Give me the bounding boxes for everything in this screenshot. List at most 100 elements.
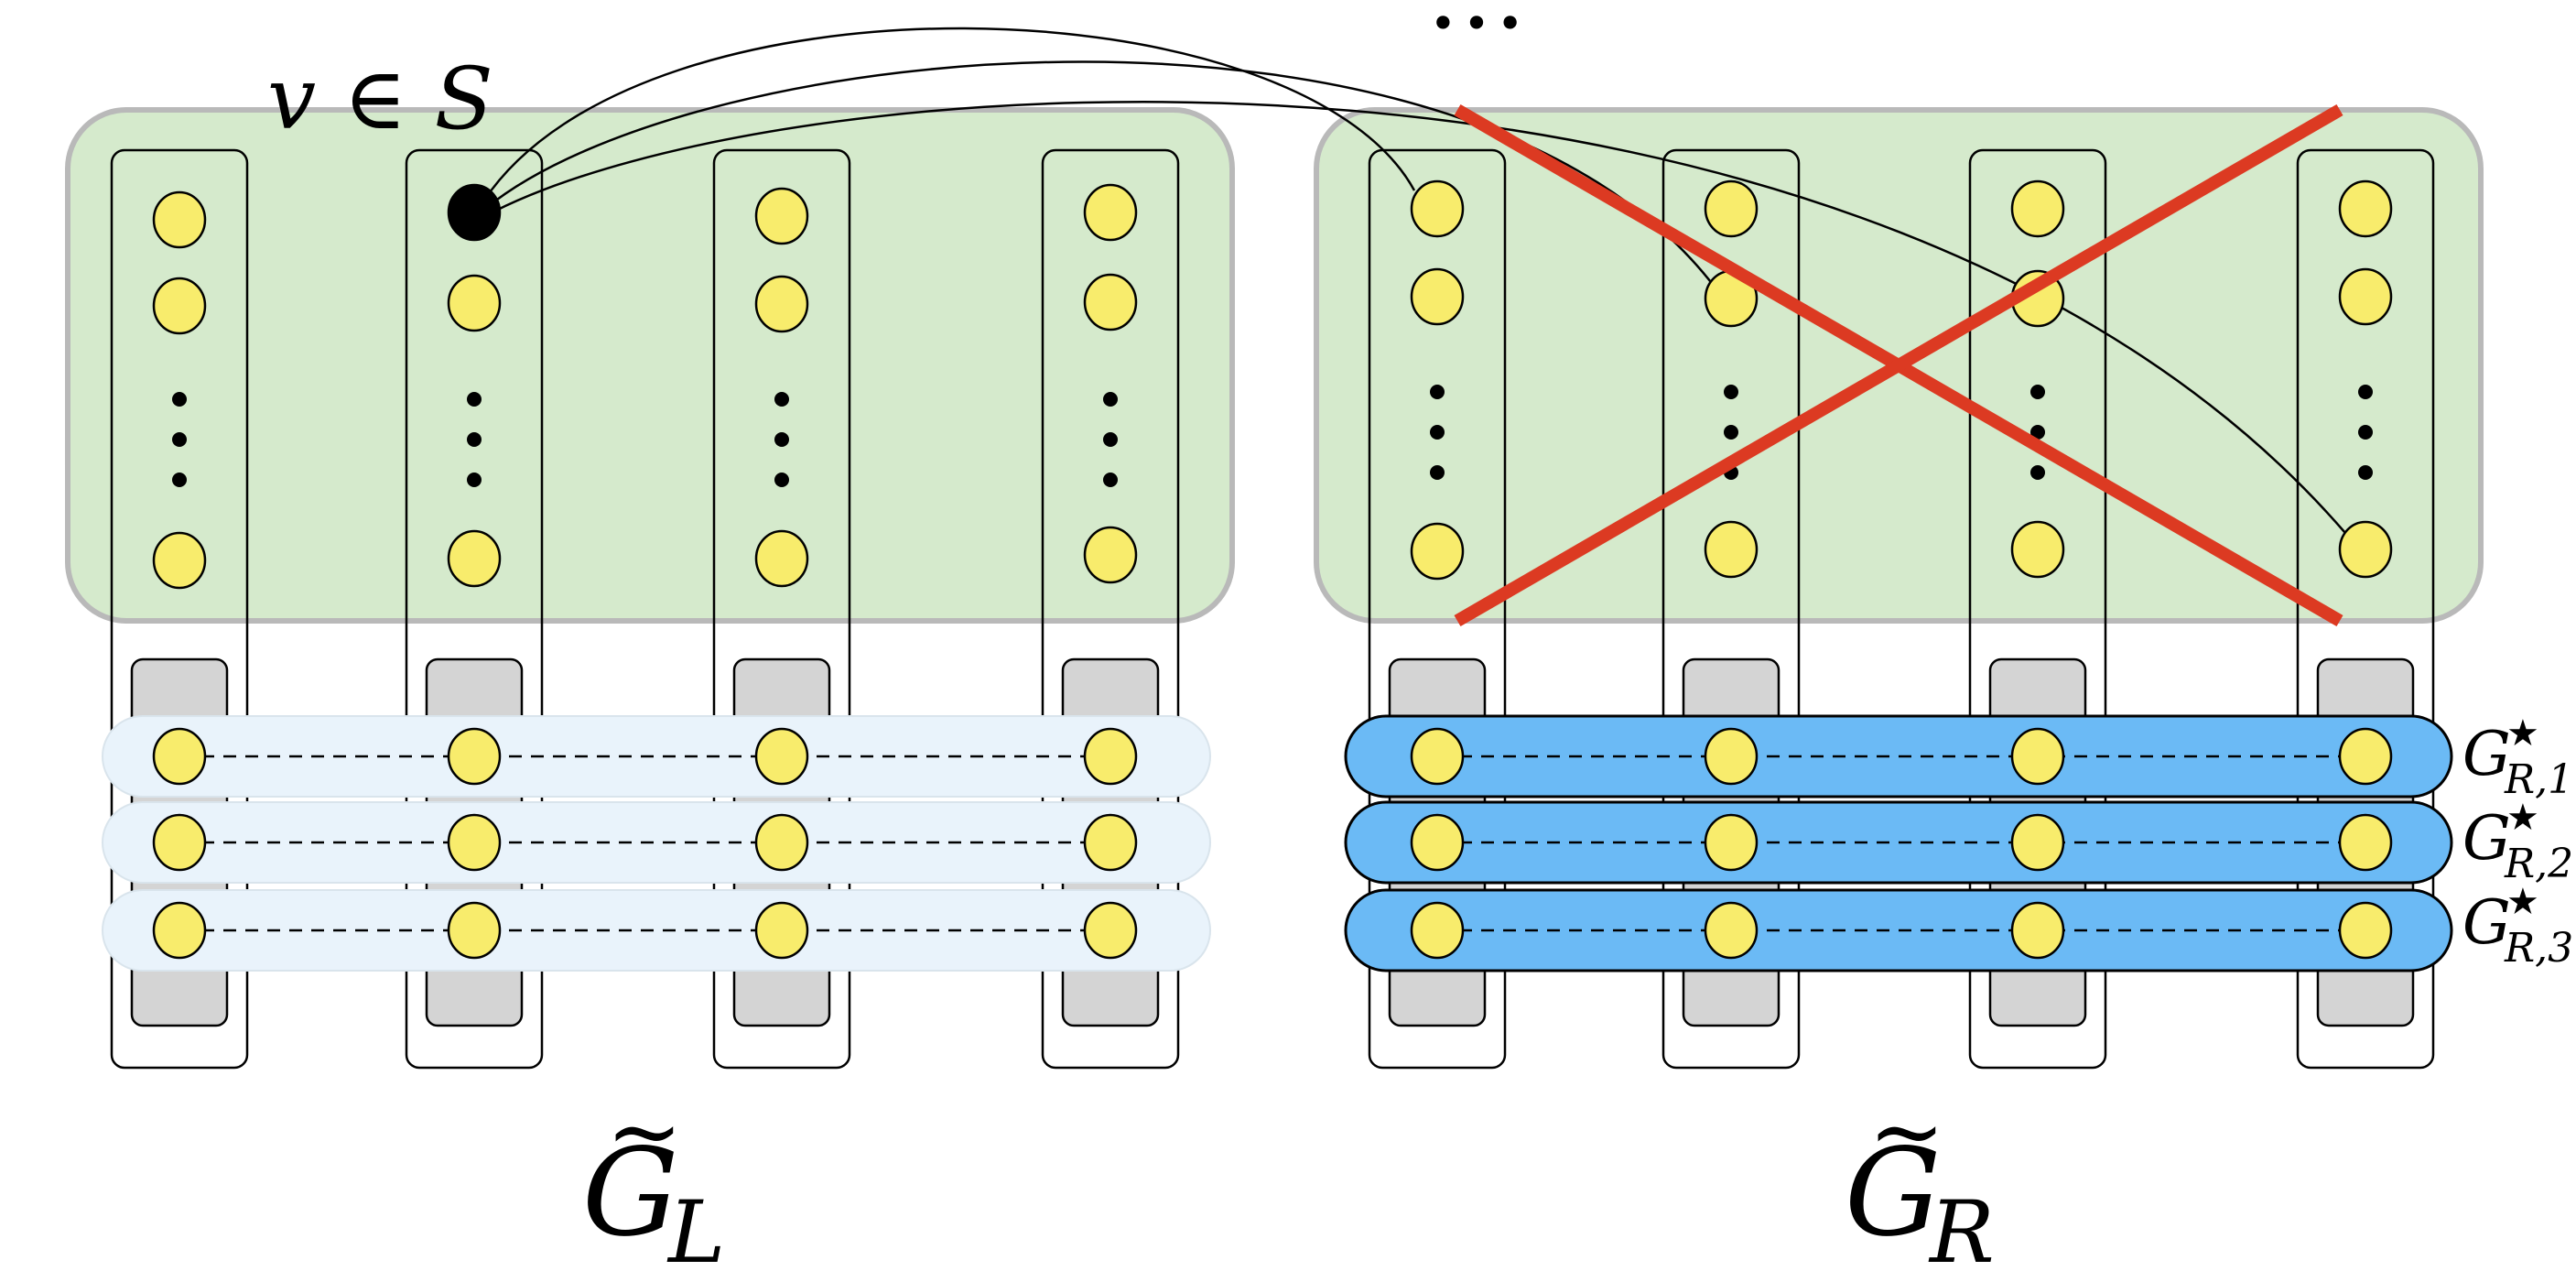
highlight-region-left <box>65 107 1235 624</box>
node-right-4-bottom-2 <box>2338 813 2393 872</box>
node-right-1-bottom-3 <box>1410 901 1465 960</box>
ellipsis-right-4-dot-3 <box>2358 465 2373 480</box>
node-right-4-bottom-1 <box>2338 727 2393 786</box>
node-right-2-bottom-3 <box>1704 901 1759 960</box>
top-ellipsis: … <box>1426 0 1527 51</box>
long-edge-3 <box>484 101 2346 534</box>
subgraph-label-1: G ★ R,1 <box>2462 712 2573 803</box>
ellipsis-right-2-dot-2 <box>1724 425 1738 440</box>
ellipsis-left-3-dot-2 <box>774 432 789 447</box>
long-edges <box>482 27 2346 534</box>
column-box-right-3 <box>1968 148 2107 1070</box>
ellipsis-left-1-dot-3 <box>172 473 187 487</box>
node-right-1-bottom-1 <box>1410 727 1465 786</box>
node-left-1-top-1 <box>152 190 207 249</box>
node-right-3-bottom-2 <box>2010 813 2065 872</box>
ellipsis-left-3-dot-1 <box>774 392 789 407</box>
ellipsis-right-3-dot-3 <box>2030 465 2045 480</box>
faded-band-2 <box>102 801 1211 884</box>
node-left-4-bottom-1 <box>1083 727 1138 786</box>
ellipsis-left-4-dot-2 <box>1103 432 1118 447</box>
node-left-3-bottom-1 <box>754 727 809 786</box>
column-box-left-4 <box>1041 148 1180 1070</box>
node-left-3-bottom-2 <box>754 813 809 872</box>
subgraph-label-2: G ★ R,2 <box>2462 797 2573 887</box>
ellipsis-right-3-dot-2 <box>2030 425 2045 440</box>
ellipsis-left-4-dot-1 <box>1103 392 1118 407</box>
node-left-4-top-1 <box>1083 183 1138 242</box>
vertical-ellipses <box>172 385 2373 487</box>
long-edge-2 <box>484 60 1715 287</box>
node-right-4-bottom-3 <box>2338 901 2393 960</box>
graph-right-tilde: ~ <box>1868 1078 1945 1185</box>
node-right-3-top-1 <box>2010 179 2065 238</box>
ellipsis-left-1-dot-2 <box>172 432 187 447</box>
subgraph-label-1-sub: R,1 <box>2504 756 2573 803</box>
faded-band-3 <box>102 889 1211 972</box>
node-left-4-bottom-3 <box>1083 901 1138 960</box>
graph-left-base: G <box>582 1123 678 1264</box>
column-boxes <box>110 148 2435 1070</box>
node-left-4-bottom-2 <box>1083 813 1138 872</box>
node-right-1-top-3 <box>1410 522 1465 581</box>
subgraph-label-3-base: G <box>2462 887 2511 958</box>
graph-left-label: G ~ L <box>582 1078 725 1271</box>
ellipsis-left-3-dot-3 <box>774 473 789 487</box>
dashed-edges <box>179 755 2365 932</box>
subgraph-label-1-base: G <box>2462 719 2511 789</box>
node-left-2-top-2 <box>447 274 502 332</box>
node-right-1-top-1 <box>1410 179 1465 238</box>
cross-line-2 <box>1454 103 2343 627</box>
node-right-1-top-2 <box>1410 267 1465 326</box>
node-left-2-bottom-2 <box>447 813 502 872</box>
subgraph-label-2-sub: R,2 <box>2504 841 2573 887</box>
graph-right-label: G ~ R <box>1845 1078 1995 1271</box>
node-right-2-bottom-1 <box>1704 727 1759 786</box>
node-left-4-top-2 <box>1083 273 1138 331</box>
node-right-2-top-1 <box>1704 179 1759 238</box>
node-left-3-bottom-3 <box>754 901 809 960</box>
graph-right-base: G <box>1845 1123 1941 1264</box>
ellipsis-right-1-dot-1 <box>1430 385 1445 399</box>
cross-out-mark <box>1454 103 2343 627</box>
subgraph-label-3: G ★ R,3 <box>2462 881 2573 972</box>
graph-left-tilde: ~ <box>606 1078 683 1185</box>
node-left-1-top-3 <box>152 531 207 590</box>
nodes <box>152 179 2393 960</box>
ellipsis-right-1-dot-2 <box>1430 425 1445 440</box>
graph-left-sub: L <box>666 1183 725 1271</box>
subgraph-label-3-sub: R,3 <box>2504 925 2573 972</box>
node-left-1-bottom-1 <box>152 727 207 786</box>
node-left-1-top-2 <box>152 277 207 335</box>
node-right-1-bottom-2 <box>1410 813 1465 872</box>
subgraph-label-2-base: G <box>2462 803 2511 874</box>
ellipsis-left-2-dot-3 <box>467 473 482 487</box>
ellipsis-right-3-dot-1 <box>2030 385 2045 399</box>
subgraph-label-1-star: ★ <box>2506 712 2539 755</box>
special-node-v <box>447 183 502 242</box>
node-right-3-bottom-1 <box>2010 727 2065 786</box>
subgraph-label-2-star: ★ <box>2506 797 2539 839</box>
node-right-3-top-3 <box>2010 520 2065 579</box>
node-left-2-top-3 <box>447 529 502 588</box>
node-right-4-top-1 <box>2338 179 2393 238</box>
node-left-1-bottom-3 <box>152 901 207 960</box>
long-edge-1 <box>482 27 1416 202</box>
node-right-2-bottom-2 <box>1704 813 1759 872</box>
node-left-2-bottom-1 <box>447 727 502 786</box>
node-right-4-top-2 <box>2338 267 2393 326</box>
ellipsis-left-1-dot-1 <box>172 392 187 407</box>
ellipsis-left-2-dot-1 <box>467 392 482 407</box>
node-left-2-bottom-3 <box>447 901 502 960</box>
node-left-3-top-1 <box>754 187 809 245</box>
column-box-right-4 <box>2296 148 2435 1070</box>
node-left-4-top-3 <box>1083 526 1138 584</box>
set-label: v ∈ S <box>267 49 493 149</box>
ellipsis-right-4-dot-1 <box>2358 385 2373 399</box>
subgraph-label-3-star: ★ <box>2506 881 2539 923</box>
column-box-right-2 <box>1661 148 1801 1070</box>
graph-right-sub: R <box>1928 1183 1995 1271</box>
ellipsis-right-2-dot-1 <box>1724 385 1738 399</box>
ellipsis-right-4-dot-2 <box>2358 425 2373 440</box>
